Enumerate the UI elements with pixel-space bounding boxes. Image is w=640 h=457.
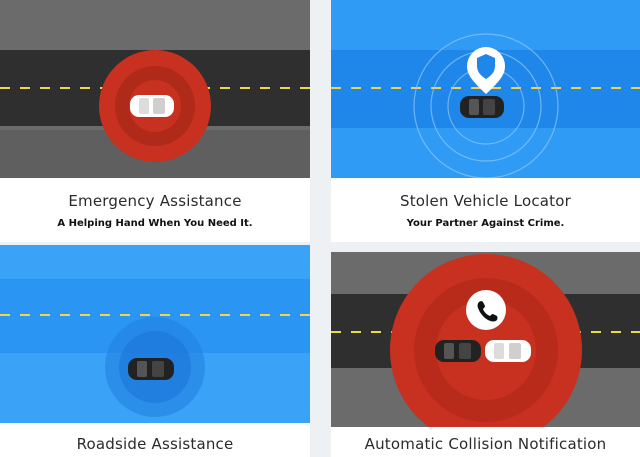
card-title: Automatic Collision Notification: [364, 435, 607, 453]
shield-pin-icon: [467, 47, 505, 94]
car-icon: [128, 358, 174, 380]
roadside-illustration: [0, 245, 310, 423]
car-icon: [435, 340, 481, 362]
card-title: Emergency Assistance: [68, 192, 242, 210]
phone-icon: [466, 290, 506, 330]
card-automatic-collision-notification[interactable]: Automatic Collision Notification: [331, 252, 640, 457]
card-roadside-assistance[interactable]: Roadside Assistance: [0, 245, 310, 457]
card-stolen-vehicle-locator[interactable]: Stolen Vehicle Locator Your Partner Agai…: [331, 0, 640, 242]
collision-illustration: [331, 252, 640, 427]
car-icon: [130, 95, 174, 117]
card-emergency-assistance[interactable]: Emergency Assistance A Helping Hand When…: [0, 0, 310, 242]
stolen-vehicle-illustration: [331, 0, 640, 178]
card-subtitle: Your Partner Against Crime.: [406, 218, 565, 229]
card-subtitle: A Helping Hand When You Need It.: [57, 218, 253, 229]
car-icon: [460, 96, 504, 118]
car-icon: [485, 340, 531, 362]
card-title: Roadside Assistance: [76, 435, 234, 453]
card-title: Stolen Vehicle Locator: [400, 192, 571, 210]
emergency-illustration: [0, 0, 310, 178]
